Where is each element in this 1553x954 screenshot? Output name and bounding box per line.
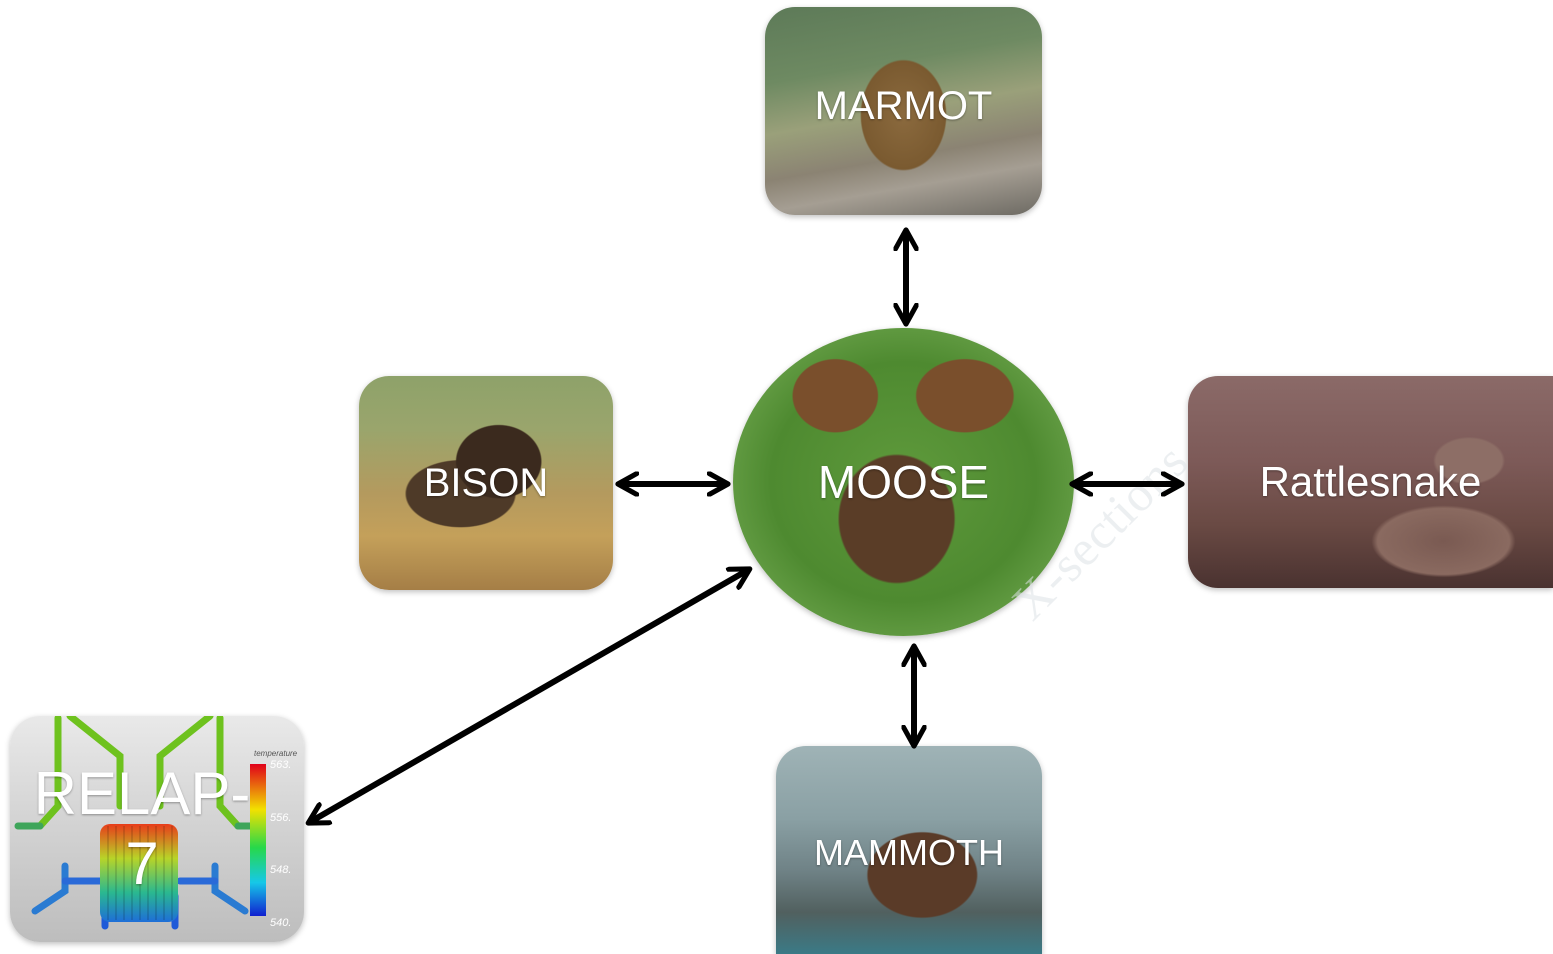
relap-node: temperature 563. 556. 548. 540. RELAP-7 [10,716,304,942]
mammoth-label: MAMMOTH [814,832,1004,873]
marmot-image [765,7,1042,215]
core-rods [107,826,173,920]
rattlesnake-node: Rattlesnake [1188,376,1553,588]
relap-label: RELAP-7 [33,760,251,897]
moose-node: MOOSE [733,328,1074,636]
legend-tick: 540. [270,917,291,929]
legend-title: temperature [254,749,298,758]
relap-simulation-graphic: temperature 563. 556. 548. 540. [14,716,298,930]
reactor-core [100,824,178,922]
marmot-node: MARMOT [765,7,1042,215]
moose-image [733,328,1074,636]
arrow-relap-moose [310,570,748,822]
marmot-label: MARMOT [814,83,993,128]
rattlesnake-label: Rattlesnake [1259,458,1482,505]
rattlesnake-image [1188,376,1553,588]
bison-image [359,376,613,590]
mammoth-image [776,746,1042,954]
legend-tick: 548. [270,864,291,876]
bison-label: BISON [423,460,549,505]
bison-node: BISON [359,376,613,590]
moose-label: MOOSE [817,456,990,508]
mammoth-node: MAMMOTH [776,746,1042,954]
color-scale-bar [250,764,266,916]
legend-tick: 556. [270,812,291,824]
legend-tick: 563. [270,759,291,771]
